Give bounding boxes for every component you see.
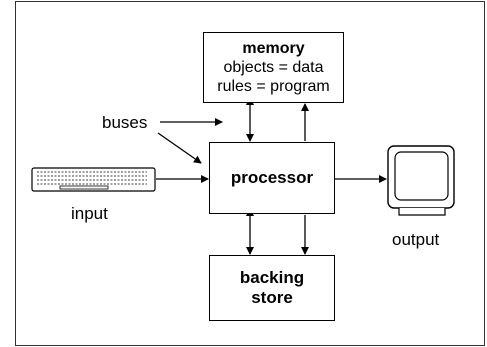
buses-label: buses bbox=[102, 113, 148, 132]
backing-store-line2: store bbox=[251, 288, 293, 307]
memory-box: memory objects = data rules = program bbox=[203, 32, 344, 103]
memory-line-rules: rules = program bbox=[217, 78, 330, 95]
backing-store-line1: backing bbox=[239, 268, 305, 287]
keyboard-icon bbox=[31, 167, 156, 192]
processor-box: processor bbox=[209, 142, 335, 214]
diagram-frame bbox=[15, 1, 485, 346]
input-label: input bbox=[71, 204, 108, 223]
backing-store-box: backing store bbox=[209, 255, 335, 321]
processor-label: processor bbox=[230, 168, 314, 187]
buses-pointer-lower bbox=[157, 132, 202, 164]
memory-line-objects: objects = data bbox=[223, 59, 324, 76]
monitor-icon bbox=[387, 145, 455, 216]
output-label: output bbox=[392, 230, 440, 249]
memory-title: memory bbox=[242, 40, 305, 57]
